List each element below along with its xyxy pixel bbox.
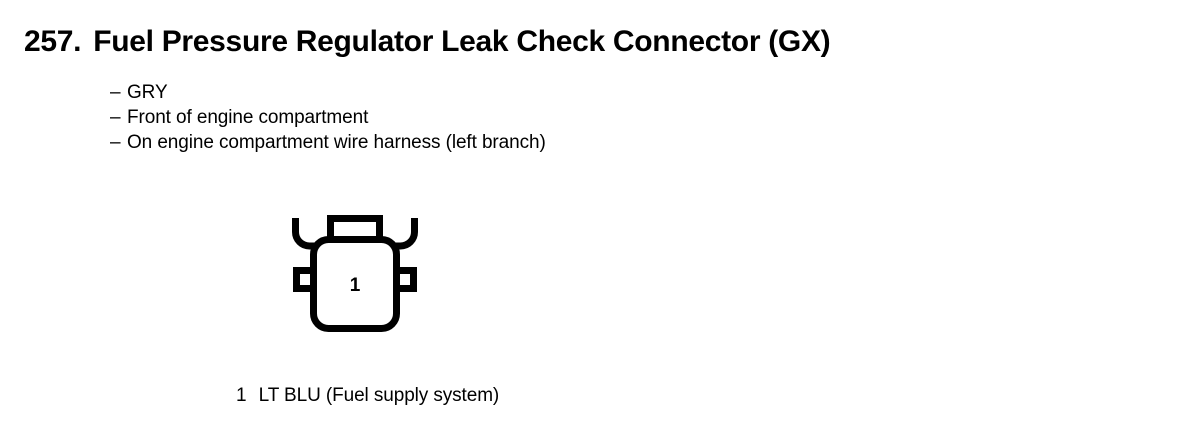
connector-diagram: 1 xyxy=(284,212,426,334)
pin-legend-label: LT BLU (Fuel supply system) xyxy=(258,385,500,406)
right-latch-hook-icon xyxy=(394,218,418,250)
dash-bullet-icon: – xyxy=(110,132,121,153)
list-item: – Front of engine compartment xyxy=(110,105,546,130)
pin-legend: 1 LT BLU (Fuel supply system) xyxy=(236,384,499,408)
list-item: – On engine compartment wire harness (le… xyxy=(110,130,546,155)
connector-body-outline xyxy=(310,236,400,332)
connector-attribute-list: – GRY – Front of engine compartment – On… xyxy=(110,80,546,155)
pin-legend-number: 1 xyxy=(236,385,247,406)
dash-bullet-icon: – xyxy=(110,107,121,128)
page-title-number: 257. xyxy=(24,25,82,58)
left-latch-hook-icon xyxy=(292,218,316,250)
cavity-number-1: 1 xyxy=(350,275,361,296)
list-item: – GRY xyxy=(110,80,546,105)
dash-bullet-icon: – xyxy=(110,82,121,103)
left-side-notch-icon xyxy=(293,267,313,292)
list-item-label: Front of engine compartment xyxy=(127,107,369,128)
page-title: 257. Fuel Pressure Regulator Leak Check … xyxy=(24,25,831,59)
list-item-label: GRY xyxy=(127,82,168,103)
page-title-text: Fuel Pressure Regulator Leak Check Conne… xyxy=(93,25,831,58)
list-item-label: On engine compartment wire harness (left… xyxy=(127,132,546,153)
right-side-notch-icon xyxy=(397,267,417,292)
